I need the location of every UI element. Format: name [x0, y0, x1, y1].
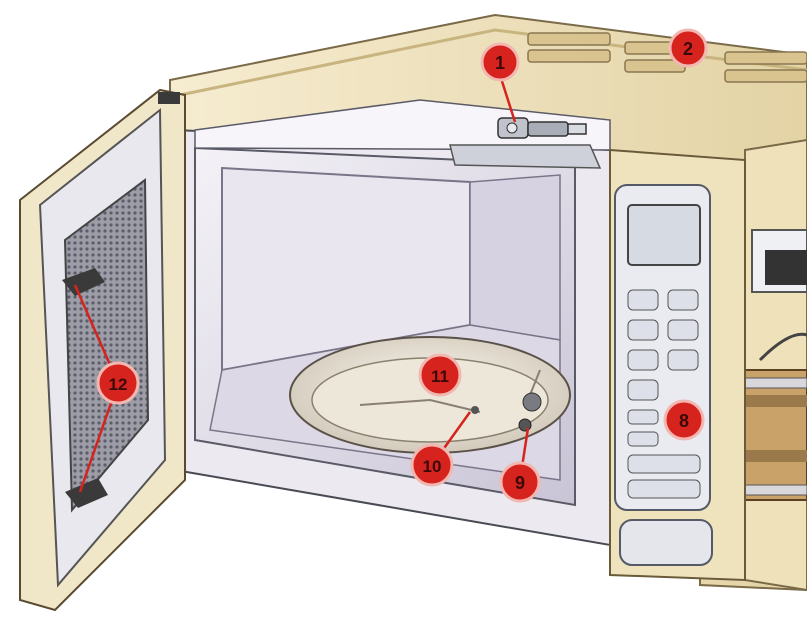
callout-1: 1 [480, 42, 520, 82]
callout-9: 9 [499, 461, 541, 503]
callout-label: 10 [423, 457, 442, 476]
callout-label: 11 [431, 367, 449, 386]
callout-label: 8 [679, 411, 689, 431]
callout-12: 12 [96, 361, 140, 405]
callout-10: 10 [410, 443, 454, 487]
control-panel [609, 148, 746, 582]
connector-icon [497, 117, 587, 139]
callout-8: 8 [663, 399, 705, 441]
callout-label: 2 [683, 39, 693, 59]
side-housing [744, 138, 807, 592]
callout-label: 1 [495, 53, 505, 73]
callout-label: 12 [109, 375, 128, 394]
door-hinge-icon [62, 92, 180, 508]
callout-11: 11 [418, 353, 462, 397]
callout-label: 9 [515, 473, 525, 493]
callout-2: 2 [668, 28, 708, 68]
